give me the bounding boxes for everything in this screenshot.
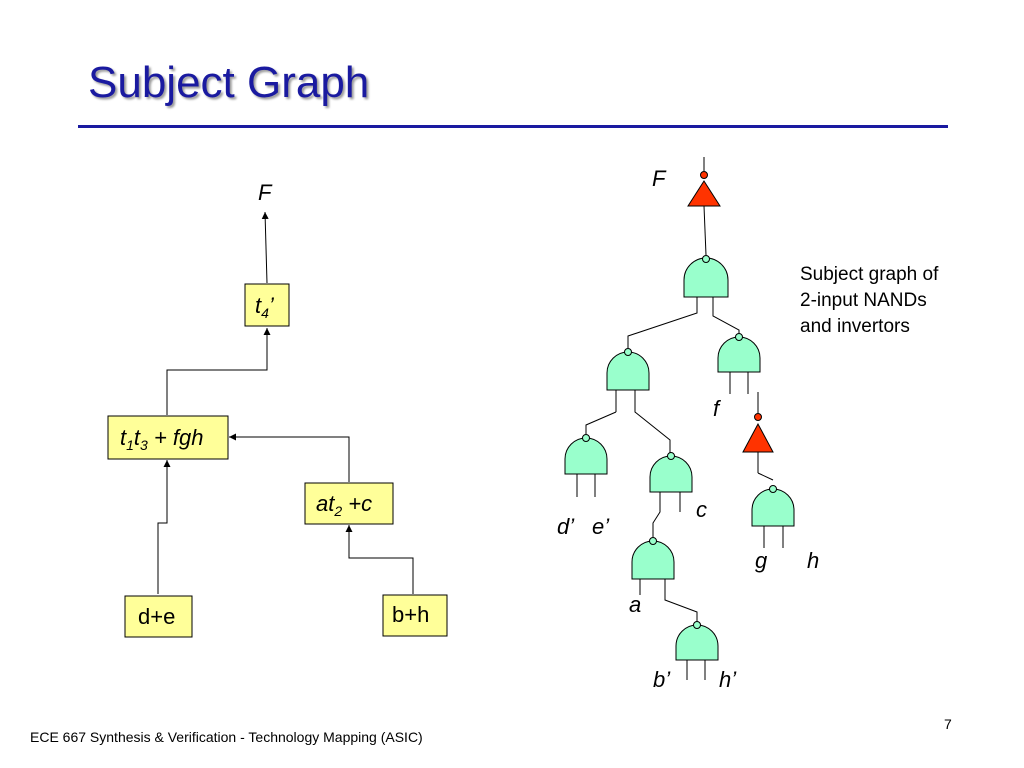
- left-graph: F t4’ t1t3 + fgh at2 +c d+e b+h: [107, 180, 448, 638]
- node-at2c-box: [304, 482, 394, 525]
- nand-gate-left-bubble: [624, 348, 632, 356]
- edge-mid-to-t4: [166, 328, 271, 415]
- nand-gate-gh: [751, 488, 795, 527]
- nand-gate-c: [649, 455, 693, 493]
- nand-gate-left: [606, 351, 650, 391]
- nand-gate-a: [631, 540, 675, 580]
- edge-bh-to-at2c: [345, 525, 414, 594]
- signal-label-f: f: [713, 396, 722, 421]
- left-output-label: F: [258, 180, 273, 205]
- subject-graph-note: Subject graph of 2-input NANDs and inver…: [800, 262, 1000, 340]
- nand-gate-de: [564, 437, 608, 475]
- nand-gate-a-bubble: [649, 537, 657, 545]
- title-underline: [78, 125, 948, 128]
- edge-at2c-to-mid: [229, 433, 350, 482]
- slide-footer: ECE 667 Synthesis & Verification - Techn…: [30, 729, 423, 745]
- node-at2c-label: at2 +c: [316, 491, 372, 519]
- note-line: 2-input NANDs: [800, 290, 927, 311]
- signal-label-e-prime: e’: [592, 514, 610, 539]
- nand-gate-root: [683, 257, 729, 298]
- nand-gate-c-bubble: [667, 452, 675, 460]
- nand-gate-f: [717, 336, 761, 373]
- node-t4-label: t4’: [255, 293, 275, 321]
- signal-label-c: c: [696, 497, 707, 522]
- node-de-label: d+e: [138, 604, 175, 629]
- nand-gate-f-bubble: [735, 333, 743, 341]
- node-t4-box: [244, 283, 290, 327]
- inverter-f-bubble: [754, 413, 762, 421]
- right-output-label: F: [652, 166, 667, 191]
- node-bh-box: [382, 594, 448, 637]
- node-bh-label: b+h: [392, 602, 429, 627]
- nand-gate-bh: [675, 624, 719, 661]
- right-wires: [576, 157, 784, 680]
- inverter-f: [742, 422, 774, 453]
- edge-t4-to-F: [261, 211, 269, 284]
- node-mid-label: t1t3 + fgh: [120, 425, 204, 453]
- page-number: 7: [944, 716, 952, 732]
- nand-gate-de-bubble: [582, 434, 590, 442]
- note-line: and invertors: [800, 316, 910, 337]
- signal-label-h: h: [807, 548, 819, 573]
- nand-gate-root-bubble: [702, 255, 710, 263]
- node-mid-box: [107, 415, 229, 460]
- inverter-top-bubble: [700, 171, 708, 179]
- note-line: Subject graph of: [800, 264, 939, 285]
- inverter-top: [687, 180, 721, 207]
- signal-label-d-prime: d’: [557, 514, 575, 539]
- signal-label-h-prime: h’: [719, 667, 737, 692]
- slide-title: Subject Graph: [88, 58, 370, 107]
- nand-gate-bh-bubble: [693, 621, 701, 629]
- signal-label-b-prime: b’: [653, 667, 671, 692]
- signal-label-a: a: [629, 592, 641, 617]
- right-graph: F: [557, 157, 819, 692]
- nand-gate-gh-bubble: [769, 485, 777, 493]
- signal-label-g: g: [755, 548, 768, 573]
- edge-de-to-mid: [157, 460, 171, 594]
- node-de-box: [124, 595, 193, 638]
